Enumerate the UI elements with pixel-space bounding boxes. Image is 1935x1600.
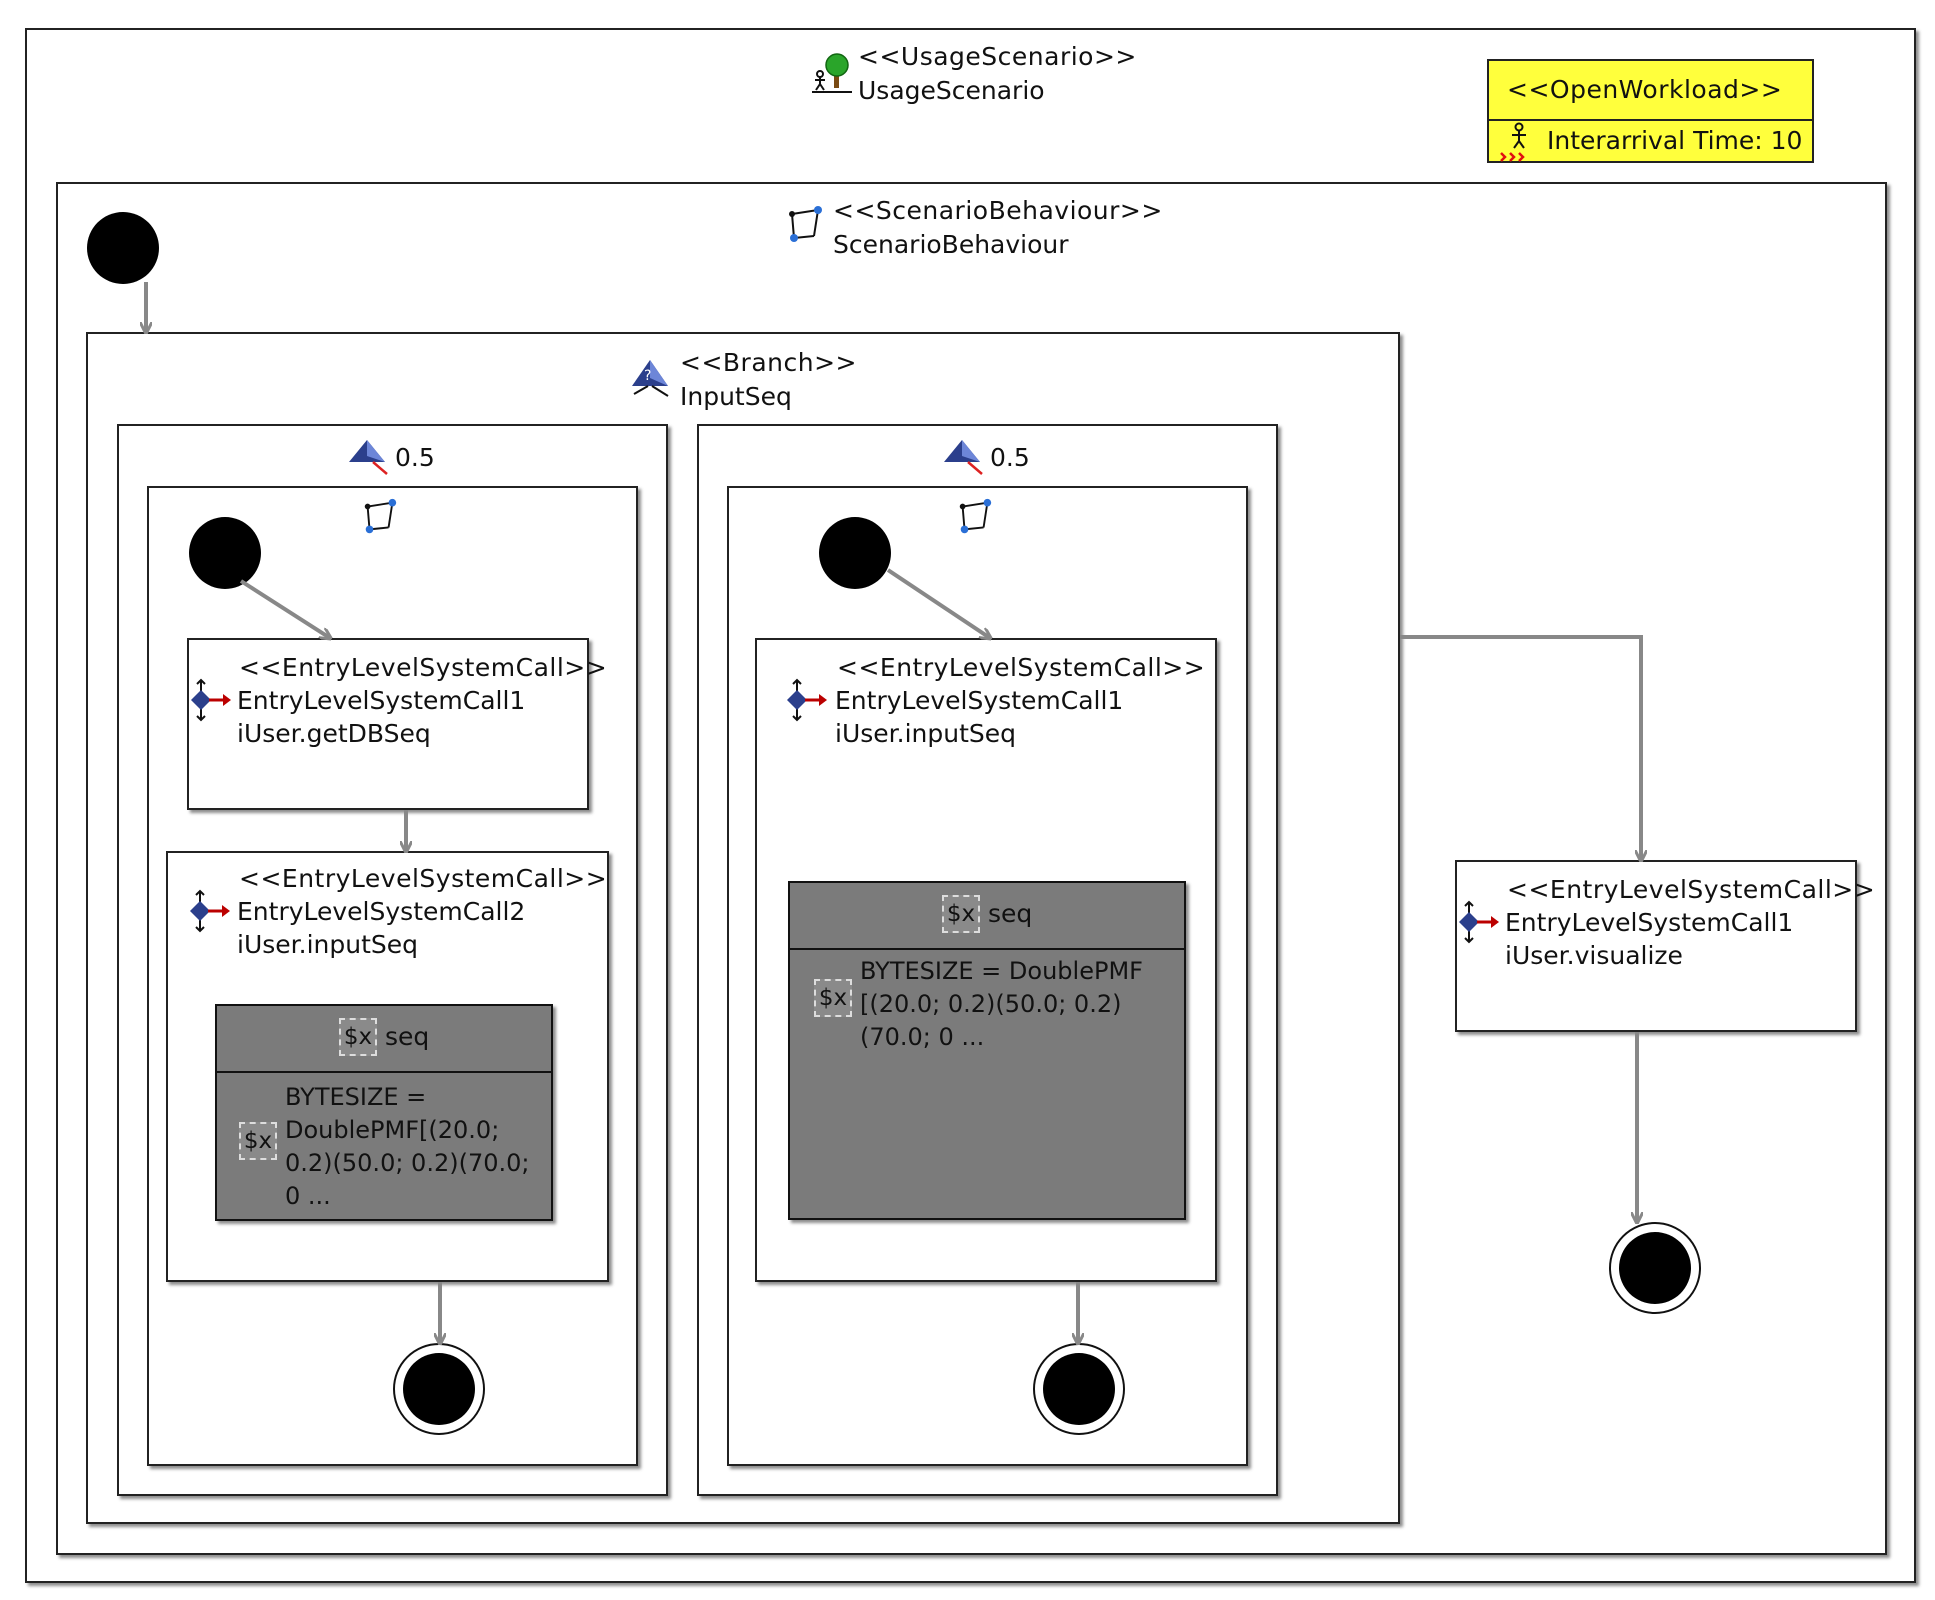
start-node[interactable] — [189, 517, 261, 589]
scenario-behaviour-icon — [955, 497, 995, 537]
entry-call-name: EntryLevelSystemCall1 — [237, 686, 526, 715]
variable-icon: $x — [942, 895, 980, 933]
interarrival-time: Interarrival Time: 10 — [1547, 126, 1803, 155]
usage-scenario-icon — [810, 52, 854, 96]
entry-call-visualize[interactable]: <<EntryLevelSystemCall>> EntryLevelSyste… — [1455, 860, 1875, 1032]
variable-name: seq — [385, 1022, 430, 1051]
branch-icon: ? — [628, 356, 672, 400]
scenario-behaviour-stereotype: <<ScenarioBehaviour>> — [833, 196, 1163, 225]
entry-call-getdbseq[interactable]: <<EntryLevelSystemCall>> EntryLevelSyste… — [187, 638, 607, 810]
start-node[interactable] — [87, 212, 159, 284]
entry-call-icon — [787, 678, 831, 722]
entry-call-stereotype: <<EntryLevelSystemCall>> — [1507, 875, 1876, 904]
branch-name: InputSeq — [680, 382, 792, 411]
variable-usage[interactable]: $x seq $x BYTESIZE = DoublePMF[(20.0; 0.… — [215, 1004, 553, 1221]
svg-text:?: ? — [644, 368, 651, 384]
variable-icon: $x — [239, 1122, 277, 1160]
stop-node[interactable] — [1033, 1343, 1125, 1435]
variable-characterisation-line: 0 ... — [285, 1182, 331, 1210]
connector — [886, 568, 990, 638]
branch-probability: 0.5 — [990, 443, 1030, 472]
entry-call-icon — [1459, 900, 1503, 944]
entry-call-stereotype: <<EntryLevelSystemCall>> — [239, 653, 608, 682]
open-workload-divider — [1489, 119, 1812, 121]
scenario-behaviour-icon — [360, 497, 400, 537]
stop-node[interactable] — [393, 1343, 485, 1435]
variable-characterisation-line: BYTESIZE = — [285, 1083, 427, 1111]
variable-characterisation-line: [(20.0; 0.2)(50.0; 0.2) — [860, 990, 1122, 1018]
open-workload-stereotype: <<OpenWorkload>> — [1507, 75, 1783, 104]
variable-usage[interactable]: $x seq $x BYTESIZE = DoublePMF [(20.0; 0… — [788, 881, 1186, 1220]
variable-characterisation-line: DoublePMF[(20.0; — [285, 1116, 500, 1144]
connector — [1400, 635, 1641, 860]
variable-usage-header: $x seq — [217, 1006, 551, 1073]
connector — [239, 579, 330, 638]
workload-user-icon — [1497, 121, 1537, 163]
scenario-behaviour-name: ScenarioBehaviour — [833, 230, 1069, 259]
branch-transition-icon — [942, 436, 986, 476]
entry-call-signature: iUser.inputSeq — [237, 930, 419, 959]
variable-icon: $x — [814, 979, 852, 1017]
variable-name: seq — [988, 899, 1033, 928]
usage-scenario-stereotype: <<UsageScenario>> — [858, 42, 1137, 71]
branch-probability: 0.5 — [395, 443, 435, 472]
variable-icon: $x — [339, 1018, 377, 1056]
entry-call-signature: iUser.visualize — [1505, 941, 1683, 970]
scenario-behaviour-icon — [784, 204, 826, 246]
entry-call-name: EntryLevelSystemCall1 — [1505, 908, 1794, 937]
entry-call-signature: iUser.getDBSeq — [237, 719, 431, 748]
variable-usage-header: $x seq — [790, 883, 1184, 950]
variable-characterisation-line: BYTESIZE = DoublePMF — [860, 957, 1143, 985]
start-node[interactable] — [819, 517, 891, 589]
entry-call-name: EntryLevelSystemCall2 — [237, 897, 526, 926]
entry-call-signature: iUser.inputSeq — [835, 719, 1017, 748]
entry-call-name: EntryLevelSystemCall1 — [835, 686, 1124, 715]
variable-characterisation-line: (70.0; 0 ... — [860, 1023, 985, 1051]
entry-call-stereotype: <<EntryLevelSystemCall>> — [239, 864, 608, 893]
branch-transition-icon — [347, 436, 391, 476]
usage-scenario-name: UsageScenario — [858, 76, 1045, 105]
variable-characterisation-line: 0.2)(50.0; 0.2)(70.0; — [285, 1149, 530, 1177]
entry-call-icon — [191, 678, 235, 722]
entry-call-stereotype: <<EntryLevelSystemCall>> — [837, 653, 1206, 682]
stop-node[interactable] — [1609, 1222, 1701, 1314]
branch-stereotype: <<Branch>> — [680, 348, 857, 377]
entry-call-icon — [190, 889, 234, 933]
open-workload[interactable]: <<OpenWorkload>> Interarrival Time: 10 — [1487, 59, 1814, 163]
